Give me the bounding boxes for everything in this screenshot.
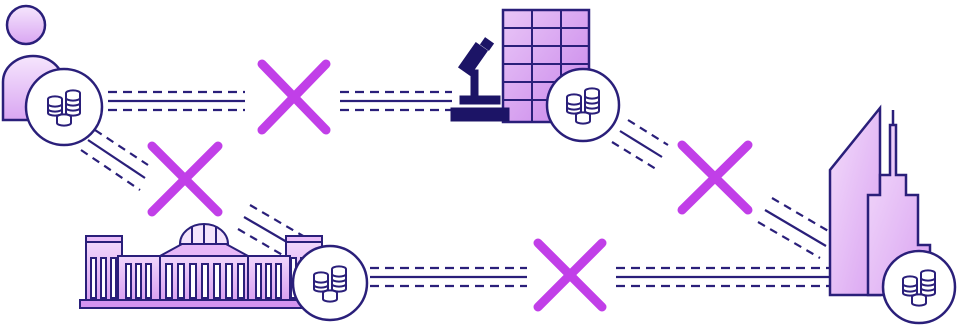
blocked-cross-icon	[682, 145, 748, 210]
parliament-coin-badge	[293, 246, 367, 320]
blocked-cross-icon	[152, 146, 218, 212]
person-coin-badge	[26, 69, 102, 145]
skyscraper-coin-badge	[883, 251, 955, 323]
link-parliament-skyscraper	[370, 268, 840, 286]
research-lab-coin-badge	[547, 69, 619, 141]
blocked-cross-icon	[262, 64, 326, 130]
blocked-cross-icon	[538, 243, 602, 307]
